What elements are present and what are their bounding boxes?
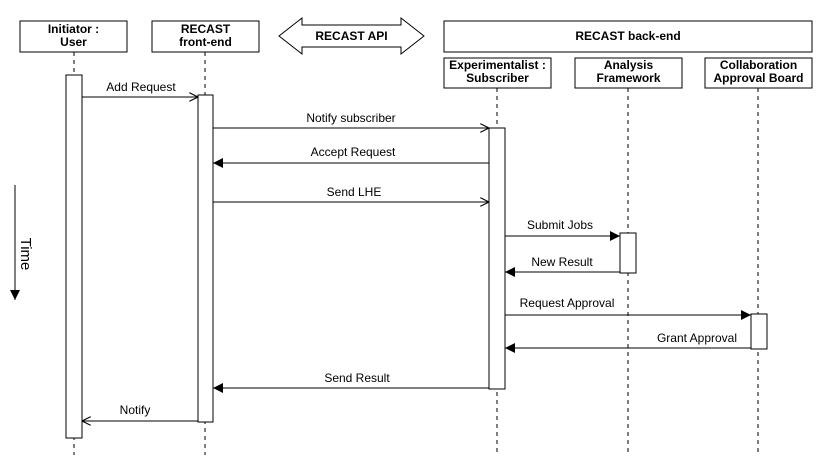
notify-subscriber-label: Notify subscriber	[306, 111, 395, 125]
framework-activation	[619, 232, 637, 274]
subscriber-participant-line2: Subscriber	[466, 71, 529, 85]
board-activation	[750, 313, 768, 350]
frontend-activation	[197, 94, 214, 423]
user-participant-line1: Initiator :	[48, 22, 99, 36]
api-double-arrow: RECAST API	[278, 16, 425, 56]
user-participant: Initiator : User	[19, 20, 128, 53]
notify-label: Notify	[120, 403, 151, 417]
submit-jobs-label: Submit Jobs	[527, 218, 593, 232]
grant-approval-label: Grant Approval	[657, 331, 737, 345]
frontend-participant-line2: front-end	[179, 35, 232, 49]
send-result-label: Send Result	[324, 371, 390, 385]
api-label: RECAST API	[315, 29, 387, 43]
backend-label: RECAST back-end	[575, 29, 680, 43]
frontend-participant: RECAST front-end	[151, 20, 260, 53]
user-participant-line2: User	[60, 35, 87, 49]
backend-header: RECAST back-end	[443, 20, 813, 53]
subscriber-participant: Experimentalist : Subscriber	[443, 57, 552, 89]
subscriber-participant-line1: Experimentalist :	[449, 58, 546, 72]
send-lhe-label: Send LHE	[327, 185, 382, 199]
board-participant-line2: Approval Board	[713, 71, 803, 85]
user-activation	[65, 74, 83, 439]
framework-participant: Analysis Framework	[574, 57, 683, 89]
time-axis-label: Time	[17, 238, 34, 271]
board-participant: Collaboration Approval Board	[704, 57, 813, 89]
subscriber-activation	[488, 127, 506, 390]
framework-participant-line1: Analysis	[604, 58, 654, 72]
request-approval-label: Request Approval	[520, 296, 615, 310]
accept-request-label: Accept Request	[311, 145, 396, 159]
frontend-participant-line1: RECAST	[181, 22, 231, 36]
new-result-label: New Result	[531, 255, 593, 269]
board-participant-line1: Collaboration	[720, 58, 797, 72]
framework-participant-line2: Framework	[596, 71, 660, 85]
add-request-label: Add Request	[106, 80, 176, 94]
